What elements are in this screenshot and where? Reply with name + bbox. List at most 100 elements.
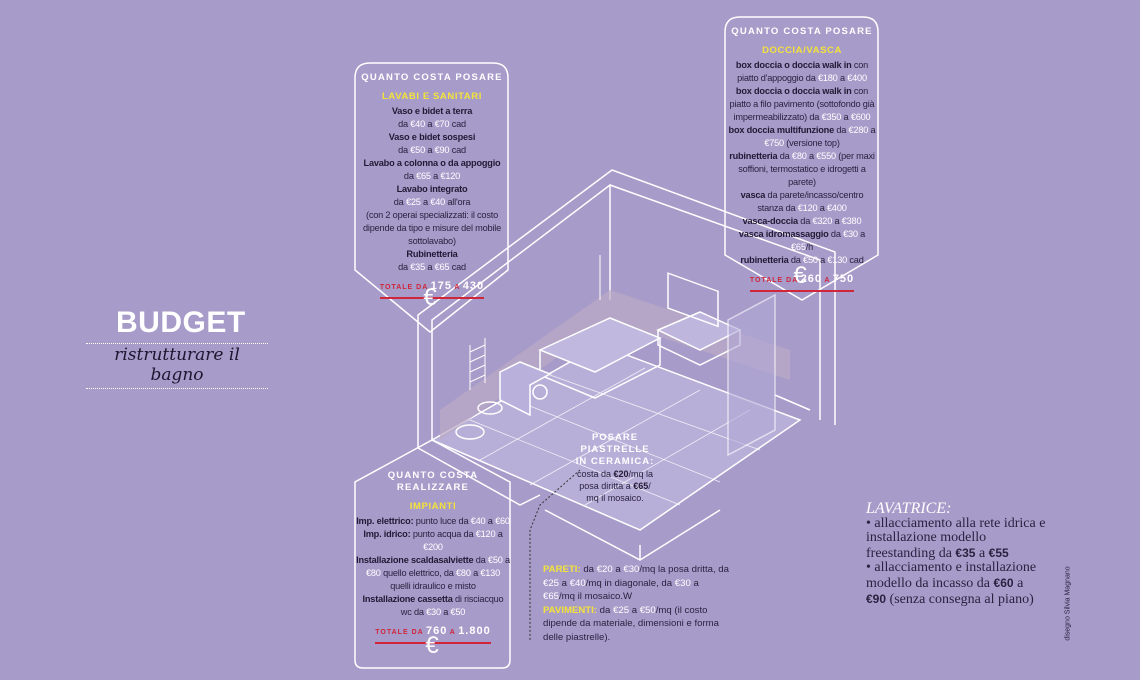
callout-header: REALIZZARE bbox=[396, 482, 470, 493]
text-segment: a bbox=[975, 545, 989, 561]
price-value: €30 bbox=[623, 564, 640, 575]
callout-section-title: IMPIANTI bbox=[409, 501, 457, 512]
price-value: €50 bbox=[450, 607, 466, 617]
text-segment: (versione top) bbox=[783, 138, 840, 148]
text-segment: a bbox=[612, 564, 624, 575]
text-line: vasca idromassaggio da €30 a €65/h bbox=[727, 228, 877, 254]
text-line: (con 2 operai specializzati: il costo di… bbox=[357, 209, 507, 248]
item-label: €65 bbox=[633, 481, 649, 491]
text-line: rubinetteria da €80 a €550 (per maxi sof… bbox=[727, 150, 877, 189]
price-value: €350 bbox=[821, 112, 842, 122]
item-label: vasca bbox=[740, 190, 766, 200]
text-segment: a bbox=[832, 216, 842, 226]
callout-header: QUANTO COSTA bbox=[387, 470, 479, 481]
price-value: €65 bbox=[543, 591, 560, 602]
text-segment: costa da bbox=[576, 469, 614, 479]
text-segment: da bbox=[828, 229, 844, 239]
price-value: €25 bbox=[405, 197, 421, 207]
text-segment: a bbox=[470, 568, 481, 578]
text-line: • allacciamento alla rete idrica e insta… bbox=[866, 516, 1046, 562]
text-segment: a bbox=[841, 112, 851, 122]
price-value: €90 bbox=[866, 591, 887, 606]
text-line: Installazione cassetta di risciacquo wc … bbox=[356, 593, 510, 619]
text-segment: /mq (il costo dipende da materiale, dime… bbox=[543, 604, 719, 643]
text-segment: da parete/incasso/centro stanza da bbox=[757, 190, 864, 213]
text-line: PAVIMENTI: da €25 a €50/mq (il costo dip… bbox=[543, 604, 733, 645]
price-value: €380 bbox=[841, 216, 862, 226]
price-value: €50 bbox=[803, 255, 818, 265]
text-line: vasca-doccia da €320 a €380 bbox=[727, 215, 877, 228]
price-value: €120 bbox=[440, 171, 461, 181]
text-line: vasca da parete/incasso/centro stanza da… bbox=[727, 189, 877, 215]
text-segment: da bbox=[797, 216, 813, 226]
item-label: box doccia multifunzione bbox=[728, 125, 835, 135]
text-segment: a bbox=[485, 516, 496, 526]
price-value: €130 bbox=[827, 255, 848, 265]
price-value: €30 bbox=[843, 229, 858, 239]
text-segment: da bbox=[777, 151, 792, 161]
total-range: TOTALE DA 175 A 430 bbox=[379, 280, 485, 299]
text-line: Imp. elettrico: punto luce da €40 a €60 bbox=[356, 515, 510, 528]
price-value: €80 bbox=[365, 568, 381, 578]
text-segment: da bbox=[393, 197, 406, 207]
price-value: €80 bbox=[456, 568, 471, 578]
item-label: Imp. elettrico: bbox=[356, 516, 414, 526]
text-segment: a bbox=[817, 255, 828, 265]
price-value: €35 bbox=[410, 262, 425, 272]
price-value: €40 bbox=[410, 119, 425, 129]
text-segment: • allacciamento e installazione modello … bbox=[866, 560, 1037, 591]
price-value: €20 bbox=[596, 564, 613, 575]
price-value: €750 bbox=[764, 138, 784, 148]
category-label: PARETI: bbox=[543, 564, 581, 575]
text-segment: da bbox=[398, 119, 411, 129]
sanitari-callout-frame bbox=[354, 62, 509, 333]
callout-section-title: DOCCIA/VASCA bbox=[762, 45, 842, 56]
text-segment: da bbox=[473, 555, 488, 565]
item-label: Installazione scaldasalviette bbox=[356, 555, 474, 565]
doccia-callout-frame bbox=[724, 16, 879, 301]
text-segment: cad bbox=[449, 145, 466, 155]
price-value: €25 bbox=[613, 604, 630, 616]
item-label: Vaso e bidet a terra bbox=[391, 106, 473, 116]
price-value: €600 bbox=[850, 112, 871, 122]
text-line: box doccia o doccia walk in con piatto d… bbox=[727, 59, 877, 85]
item-label: box doccia o doccia walk in bbox=[735, 60, 852, 70]
total-from: 260 bbox=[800, 273, 822, 285]
item-label: rubinetteria bbox=[740, 255, 789, 265]
lavatrice-title: LAVATRICE: bbox=[866, 500, 952, 517]
total-range: TOTALE DA 760 A 1.800 bbox=[375, 625, 491, 644]
item-label: rubinetteria bbox=[729, 151, 778, 161]
text-segment: cad bbox=[449, 119, 466, 129]
text-segment: a bbox=[629, 604, 640, 616]
text-segment: quello elettrico, da bbox=[380, 568, 456, 578]
text-line: box doccia multifunzione da €280 a €750 … bbox=[727, 124, 877, 150]
text-line: PARETI: da €20 a €30/mq la posa dritta, … bbox=[543, 563, 733, 604]
price-value: €60 bbox=[993, 575, 1014, 590]
text-segment: cad bbox=[847, 255, 864, 265]
price-value: €70 bbox=[434, 119, 450, 129]
text-segment: a bbox=[817, 203, 828, 213]
text-segment: a bbox=[690, 577, 699, 589]
towel-rack bbox=[469, 338, 486, 390]
total-sep: A bbox=[449, 629, 456, 636]
lavatrice-note: LAVATRICE: • allacciamento alla rete idr… bbox=[866, 500, 1046, 607]
page-subtitle: ristrutturare il bagno bbox=[86, 343, 268, 389]
text-segment: a bbox=[430, 171, 441, 181]
text-segment: da bbox=[788, 255, 804, 265]
text-segment: quelli idraulico e misto bbox=[390, 581, 476, 591]
price-value: €130 bbox=[480, 568, 500, 578]
text-line: Vaso e bidet sospesi bbox=[357, 131, 507, 144]
text-segment: all'ora bbox=[445, 197, 471, 207]
item-label: Installazione cassetta bbox=[362, 594, 453, 604]
price-value: €280 bbox=[848, 125, 869, 135]
text-line: Installazione scaldasalviette da €50 a €… bbox=[356, 554, 510, 593]
text-segment: a bbox=[440, 607, 451, 617]
text-line: da €25 a €40 all'ora bbox=[357, 196, 507, 209]
price-value: €120 bbox=[475, 529, 496, 539]
price-value: €50 bbox=[639, 604, 656, 616]
text-segment: a bbox=[868, 125, 876, 135]
text-line: da €40 a €70 cad bbox=[357, 118, 507, 131]
